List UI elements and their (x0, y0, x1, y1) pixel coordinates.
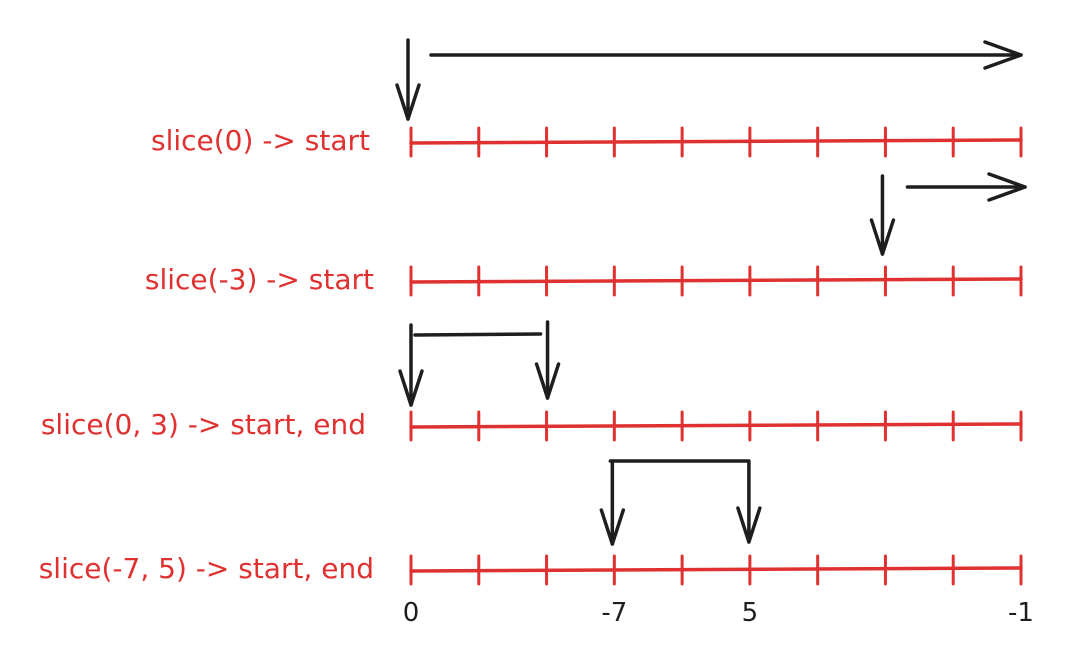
start-arrow-1 (869, 174, 896, 256)
timeline-3 (409, 566, 1023, 573)
axis-label-5: 5 (741, 598, 759, 628)
end-arrow-2 (534, 320, 561, 400)
start-arrow-0 (395, 38, 421, 121)
axis-label-neg1: -1 (1008, 598, 1034, 628)
row-label-slice-0: slice(0) -> start (150, 124, 370, 157)
end-arrow-3 (736, 459, 762, 544)
direction-arrow-1 (905, 172, 1027, 202)
bracket-bar-2 (413, 332, 543, 337)
row-label-slice-0-3: slice(0, 3) -> start, end (40, 408, 366, 441)
timeline-1 (409, 277, 1023, 284)
timeline-2 (409, 422, 1023, 429)
axis-label-0: 0 (402, 598, 420, 628)
row-label-slice-neg7-5: slice(-7, 5) -> start, end (38, 552, 374, 585)
direction-arrow-0 (429, 40, 1023, 70)
row-label-slice-neg3: slice(-3) -> start (144, 263, 374, 296)
start-arrow-3 (599, 459, 626, 546)
start-arrow-2 (398, 323, 424, 407)
axis-label-neg7: -7 (601, 598, 628, 628)
timeline-0 (409, 138, 1023, 145)
